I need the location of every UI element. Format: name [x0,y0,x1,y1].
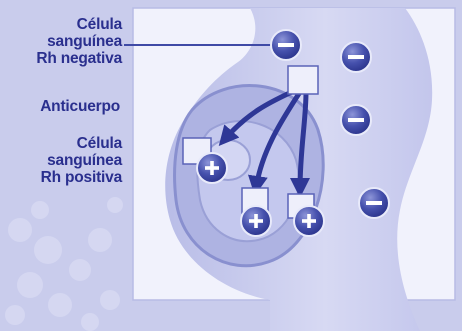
background-bubbles [5,197,123,331]
label-line: sanguínea [6,152,122,169]
label-line: Rh negativa [6,50,122,67]
minus-icon [348,118,364,122]
minus-icon [348,55,364,59]
label-line: sanguínea [6,33,122,50]
minus-icon [366,201,382,205]
plus-cell-bottom [241,188,271,236]
label-line: Célula [6,135,122,152]
minus-cell [341,42,371,72]
label-rh-positive-cell: Célula sanguínea Rh positiva [6,135,122,186]
antibody-box-source [288,66,318,94]
label-rh-negative-cell: Célula sanguínea Rh negativa [6,16,122,67]
minus-icon [278,43,294,47]
label-line: Anticuerpo [8,98,120,115]
minus-cell [341,105,371,135]
label-antibody: Anticuerpo [8,98,120,115]
minus-cell [359,188,389,218]
minus-cell [271,30,301,60]
label-line: Célula [6,16,122,33]
label-line: Rh positiva [6,169,122,186]
